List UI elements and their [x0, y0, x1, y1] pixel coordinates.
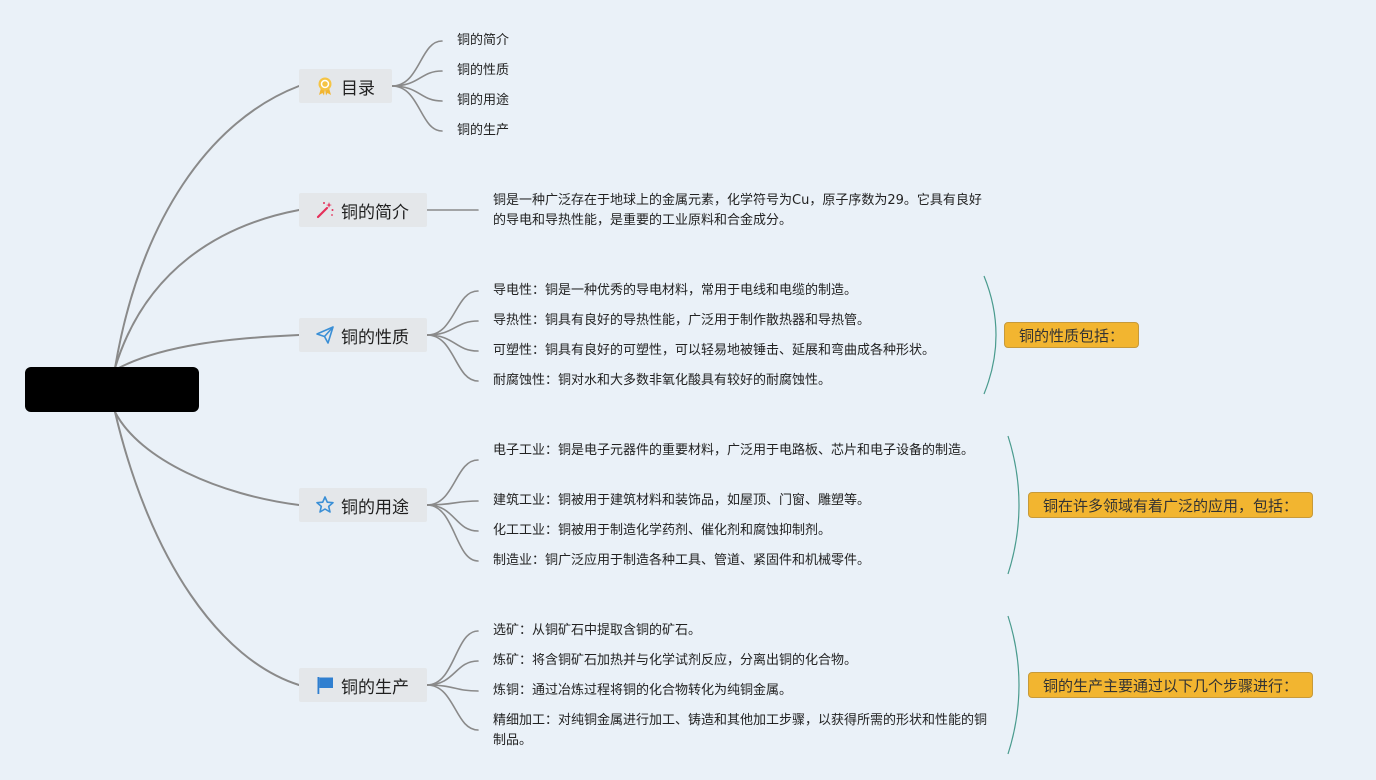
topic-intro[interactable]: 铜的简介: [299, 193, 427, 227]
link-root-production: [114, 411, 300, 686]
toc-item-production[interactable]: 铜的生产: [457, 123, 510, 138]
bracket-uses: [1007, 435, 1020, 575]
link-prop-1: [426, 290, 479, 336]
bracket-production: [1007, 615, 1020, 755]
topic-uses-label: 铜的用途: [341, 497, 409, 518]
intro-text[interactable]: 铜是一种广泛存在于地球上的金属元素，化学符号为Cu，原子序数为29。它具有良好的…: [493, 193, 982, 228]
link-toc-4: [391, 85, 443, 132]
use-item[interactable]: 制造业：铜广泛应用于制造各种工具、管道、紧固件和机械零件。: [493, 553, 871, 568]
flag-icon: [315, 675, 335, 695]
link-root-intro: [114, 209, 300, 369]
summary-uses[interactable]: 铜在许多领域有着广泛的应用，包括：: [1028, 492, 1314, 518]
link-toc-3: [391, 85, 443, 102]
summary-production[interactable]: 铜的生产主要通过以下几个步骤进行：: [1028, 672, 1314, 698]
property-item[interactable]: 耐腐蚀性：铜对水和大多数非氧化酸具有较好的耐腐蚀性。: [493, 373, 832, 388]
use-item[interactable]: 建筑工业：铜被用于建筑材料和装饰品，如屋顶、门窗、雕塑等。: [493, 493, 871, 508]
topic-production[interactable]: 铜的生产: [299, 668, 427, 702]
bracket-properties: [983, 275, 997, 395]
summary-properties[interactable]: 铜的性质包括：: [1004, 322, 1140, 348]
topic-properties[interactable]: 铜的性质: [299, 318, 427, 352]
magic-wand-icon: [315, 200, 335, 220]
link-prod-2: [426, 660, 479, 686]
link-use-1: [426, 459, 479, 506]
production-item[interactable]: 选矿：从铜矿石中提取含铜的矿石。: [493, 623, 702, 638]
topic-uses[interactable]: 铜的用途: [299, 488, 427, 522]
link-root-toc: [114, 85, 300, 369]
topic-production-label: 铜的生产: [341, 677, 409, 698]
link-prod-4: [426, 684, 479, 731]
use-item[interactable]: 电子工业：铜是电子元器件的重要材料，广泛用于电路板、芯片和电子设备的制造。: [493, 443, 975, 458]
production-item[interactable]: 精细加工：对纯铜金属进行加工、铸造和其他加工步骤，以获得所需的形状和性能的铜制品…: [493, 713, 988, 748]
paper-plane-icon: [315, 325, 335, 345]
link-prop-3: [426, 334, 479, 352]
link-root-uses: [114, 411, 300, 506]
award-ribbon-icon: [315, 76, 335, 96]
topic-toc-label: 目录: [341, 78, 375, 99]
topic-properties-label: 铜的性质: [341, 327, 409, 348]
toc-item-properties[interactable]: 铜的性质: [457, 63, 510, 78]
production-item[interactable]: 炼铜：通过冶炼过程将铜的化合物转化为纯铜金属。: [493, 683, 793, 698]
link-root-properties: [114, 334, 300, 371]
production-item[interactable]: 炼矿：将含铜矿石加热并与化学试剂反应，分离出铜的化合物。: [493, 653, 858, 668]
link-toc-1: [391, 40, 443, 87]
link-prod-1: [426, 630, 479, 686]
toc-item-intro[interactable]: 铜的简介: [457, 33, 510, 48]
link-use-4: [426, 504, 479, 562]
link-use-3: [426, 504, 479, 532]
property-item[interactable]: 导电性：铜是一种优秀的导电材料，常用于电线和电缆的制造。: [493, 283, 858, 298]
toc-item-uses[interactable]: 铜的用途: [457, 93, 510, 108]
star-outline-icon: [315, 495, 335, 515]
link-prop-4: [426, 334, 479, 382]
topic-intro-label: 铜的简介: [341, 202, 409, 223]
topic-toc[interactable]: 目录: [299, 69, 392, 103]
link-toc-2: [391, 70, 443, 87]
use-item[interactable]: 化工工业：铜被用于制造化学药剂、催化剂和腐蚀抑制剂。: [493, 523, 832, 538]
root-node[interactable]: [25, 367, 199, 412]
property-item[interactable]: 可塑性：铜具有良好的可塑性，可以轻易地被锤击、延展和弯曲成各种形状。: [493, 343, 936, 358]
property-item[interactable]: 导热性：铜具有良好的导热性能，广泛用于制作散热器和导热管。: [493, 313, 871, 328]
